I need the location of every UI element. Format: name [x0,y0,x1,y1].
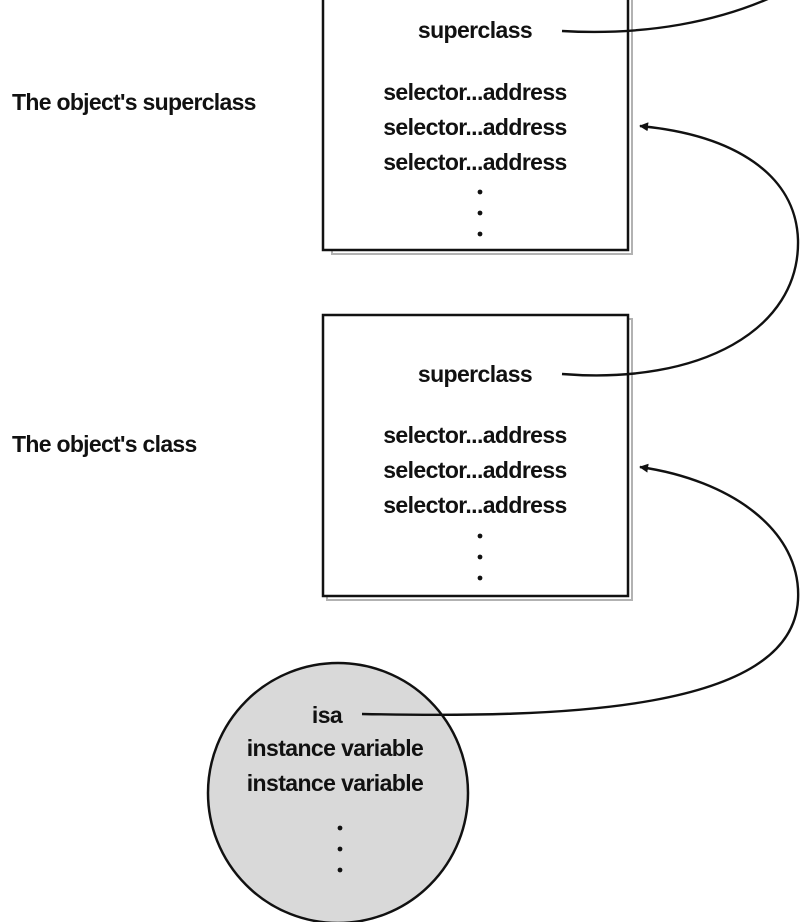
ellipsis-dot [477,554,483,560]
class-box-row-2: selector...address [383,457,567,483]
superclass-box-row-3: selector...address [383,149,567,175]
superclass-box-row-2: selector...address [383,114,567,140]
class-box-row-1: selector...address [383,422,567,448]
instance-object: isa instance variable instance variable [206,661,470,922]
class-box-superclass-label: superclass [418,361,532,387]
instance-variable-row-2: instance variable [247,770,423,796]
class-box-frame [321,313,630,598]
superclass-box-frame [321,0,630,252]
superclass-side-label: The object's superclass [12,89,256,115]
superclass-box-row-1: selector...address [383,79,567,105]
ellipsis-dot [337,846,343,852]
class-side-label: The object's class [12,431,197,457]
instance-circle [206,661,470,922]
superclass-pointer-arrow [561,122,800,377]
class-box: superclass selector...address selector..… [321,313,633,601]
ellipsis-dot [477,210,483,216]
isa-label: isa [312,702,343,728]
superclass-box: superclass selector...address selector..… [321,0,633,255]
ellipsis-dot [337,825,343,831]
instance-variable-row-1: instance variable [247,735,423,761]
superclass-box-superclass-label: superclass [418,17,532,43]
class-box-row-3: selector...address [383,492,567,518]
ellipsis-dot [477,189,483,195]
ellipsis-dot [477,575,483,581]
ellipsis-dot [477,231,483,237]
superclass-pointer-offpage [561,0,769,34]
ellipsis-dot [477,533,483,539]
isa-pointer-arrow [361,463,800,717]
ellipsis-dot [337,867,343,873]
